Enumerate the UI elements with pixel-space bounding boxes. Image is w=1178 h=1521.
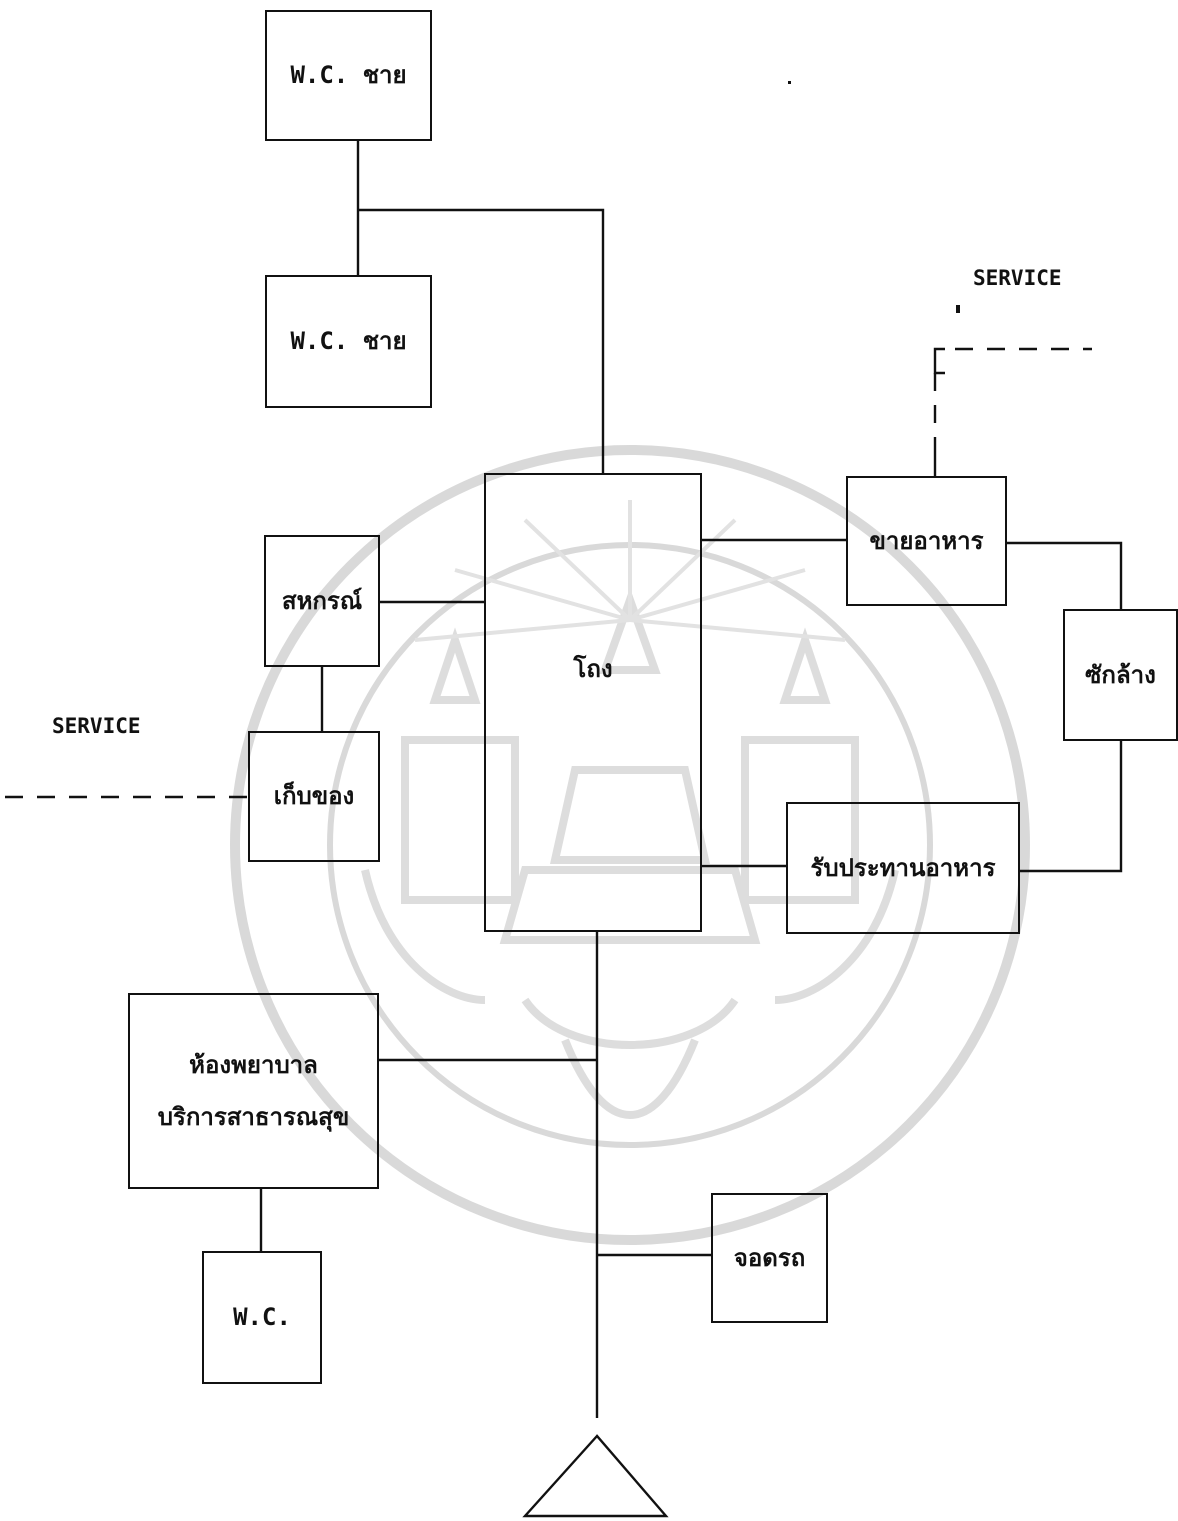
dining-label: รับประทานอาหาร — [810, 853, 996, 882]
service-label-right: SERVICE — [973, 266, 1062, 290]
university-seal-watermark — [230, 445, 1030, 1245]
cooperative-box: สหกรณ์ — [264, 535, 380, 667]
wc-male-label-2: W.C. ชาย — [290, 327, 407, 356]
wc-box: W.C. — [202, 1251, 322, 1384]
nursing-room-label-line1: ห้องพยาบาล — [189, 1050, 318, 1079]
washing-label: ซักล้าง — [1085, 660, 1156, 689]
washing-box: ซักล้าง — [1063, 609, 1178, 741]
hall-box: โถง — [484, 473, 702, 932]
wc-male-box-2: W.C. ชาย — [265, 275, 432, 408]
food-sales-label: ขายอาหาร — [869, 526, 984, 555]
hall-label: โถง — [573, 655, 613, 683]
parking-label: จอดรถ — [733, 1243, 806, 1272]
wc-male-box-1: W.C. ชาย — [265, 10, 432, 141]
food-sales-box: ขายอาหาร — [846, 476, 1007, 606]
nursing-room-box: ห้องพยาบาล บริการสาธารณสุข — [128, 993, 379, 1189]
storage-label: เก็บของ — [273, 782, 355, 811]
cooperative-label: สหกรณ์ — [281, 586, 363, 615]
storage-box: เก็บของ — [248, 731, 380, 862]
parking-box: จอดรถ — [711, 1193, 828, 1323]
dining-box: รับประทานอาหาร — [786, 802, 1020, 934]
wc-label: W.C. — [233, 1303, 291, 1332]
wc-male-label-1: W.C. ชาย — [290, 61, 407, 90]
nursing-room-label-line2: บริการสาธารณสุข — [157, 1103, 350, 1131]
triangle-entrance-icon — [522, 1434, 669, 1518]
service-label-left: SERVICE — [52, 714, 141, 738]
